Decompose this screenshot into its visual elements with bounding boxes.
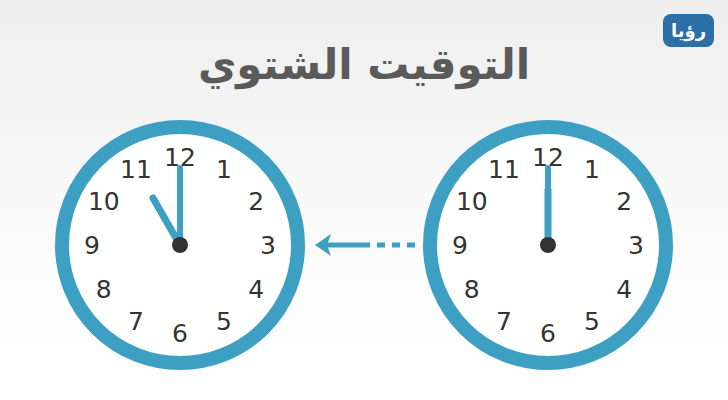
minute-hand [545, 168, 551, 245]
arrow-head [315, 234, 331, 256]
clock-number: 12 [532, 145, 564, 170]
clock-number: 11 [120, 156, 152, 181]
clock-number: 6 [172, 321, 188, 346]
clock-number: 6 [540, 321, 556, 346]
clock-number: 9 [84, 233, 100, 258]
clock-number: 10 [88, 189, 120, 214]
clock-number: 2 [616, 189, 632, 214]
clock-number: 2 [248, 189, 264, 214]
hour-hand [153, 198, 180, 245]
arrow-connector [315, 234, 415, 256]
clock-number: 12 [164, 145, 196, 170]
clock-number: 10 [456, 189, 488, 214]
clock-face [436, 133, 660, 357]
clock-number: 9 [452, 233, 468, 258]
clock-number: 7 [128, 309, 144, 334]
clock-face [68, 133, 292, 357]
clock-number: 8 [464, 277, 480, 302]
clock-ring: 12 12 3 45 6 78 9 1011 [423, 120, 673, 370]
clock-number: 5 [216, 309, 232, 334]
hour-hand [545, 190, 552, 245]
clock-number: 8 [96, 277, 112, 302]
minute-hand [177, 168, 183, 245]
clock-ring: 12 12 3 45 6 78 9 1011 [55, 120, 305, 370]
logo-text: رؤيا [663, 14, 714, 47]
clock-number: 4 [616, 277, 632, 302]
center-dot [172, 237, 188, 253]
center-dot [540, 237, 556, 253]
clock-number: 3 [260, 233, 276, 258]
clock-number: 4 [248, 277, 264, 302]
clock-number: 11 [488, 156, 520, 181]
arrow-line [325, 243, 370, 248]
clock-number: 1 [216, 156, 232, 181]
title: التوقيت الشتوي [0, 40, 728, 89]
clock-number: 1 [584, 156, 600, 181]
arrow-line [370, 243, 415, 248]
clock-number: 7 [496, 309, 512, 334]
clock-number: 3 [628, 233, 644, 258]
clock-number: 5 [584, 309, 600, 334]
